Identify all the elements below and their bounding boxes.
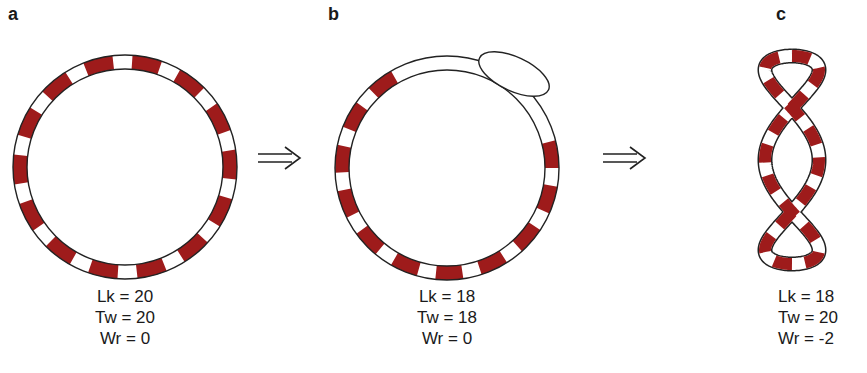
topology-value: Lk = 20 — [97, 287, 153, 307]
panel-letter: a — [8, 4, 18, 24]
topology-value: Wr = 0 — [100, 329, 150, 349]
red-stripes — [13, 55, 237, 278]
topology-value: Tw = 18 — [417, 308, 477, 328]
double-arrow — [258, 147, 300, 169]
melted-bubble — [472, 43, 555, 106]
inner-strand — [349, 70, 545, 266]
double-arrow — [603, 147, 645, 169]
red-stripe — [435, 265, 463, 280]
topology-value: Tw = 20 — [778, 308, 838, 328]
band-ground — [765, 56, 819, 264]
unwound-circle — [335, 43, 559, 280]
red-stripe — [222, 149, 237, 179]
topology-value: Lk = 18 — [419, 287, 475, 307]
supercoiled-loop — [765, 56, 819, 264]
relaxed-circle — [13, 55, 237, 279]
topology-value: Wr = -2 — [778, 329, 834, 349]
band-ground — [20, 62, 230, 272]
inner-strand — [27, 69, 223, 265]
topology-value: Wr = 0 — [422, 329, 472, 349]
red-stripe — [13, 154, 28, 184]
band-outline — [765, 56, 819, 264]
red-stripe — [206, 103, 231, 134]
outer-strand — [13, 55, 237, 279]
topology-value: Tw = 20 — [95, 308, 155, 328]
topology-value: Lk = 18 — [778, 287, 834, 307]
panel-letter: c — [776, 4, 786, 24]
panel-letter: b — [328, 4, 339, 24]
red-stripe — [19, 199, 44, 230]
red-stripes — [765, 56, 819, 264]
